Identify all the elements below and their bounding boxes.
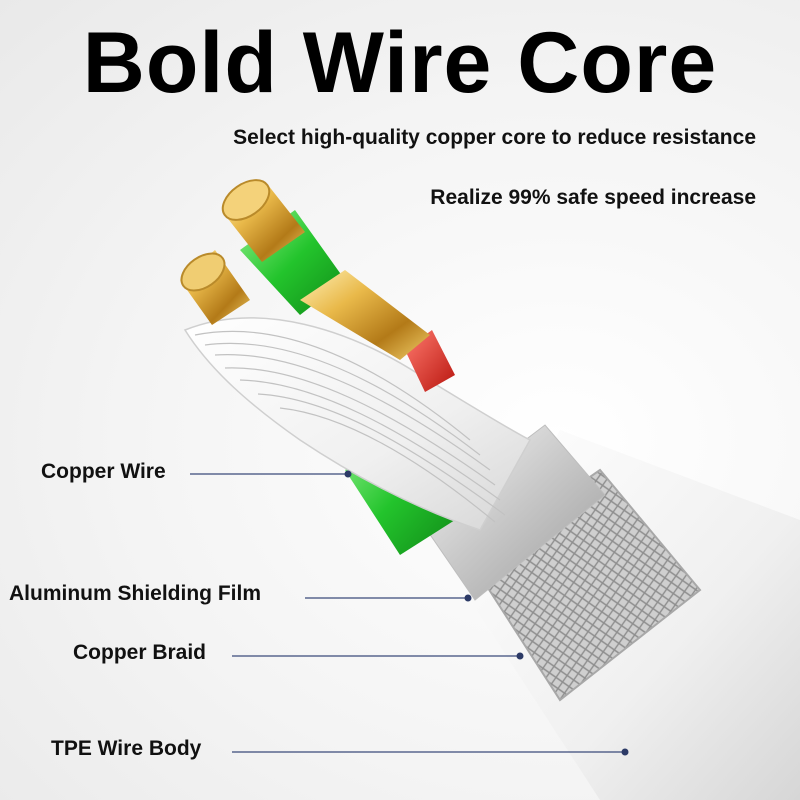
leader-copper-braid [232, 652, 524, 660]
label-aluminum-shielding-film: Aluminum Shielding Film [9, 582, 261, 605]
label-copper-wire: Copper Wire [41, 460, 166, 483]
subtitle-copper-core: Select high-quality copper core to reduc… [233, 126, 756, 149]
red-insulation [405, 330, 455, 392]
leader-aluminum-film [305, 594, 472, 602]
gold-conductor-middle [300, 270, 430, 360]
leader-tpe-body [232, 748, 629, 756]
leader-copper-wire [190, 470, 352, 478]
strand-lines [194, 330, 506, 523]
gold-conductor-left-end [180, 252, 226, 292]
label-copper-braid: Copper Braid [73, 641, 207, 664]
copper-wire-strands [183, 317, 532, 531]
label-tpe-wire-body: TPE Wire Body [51, 737, 202, 760]
subtitle-speed: Realize 99% safe speed increase [430, 186, 756, 209]
page-title: Bold Wire Core [82, 15, 718, 111]
gold-conductor-upper-end [221, 179, 271, 221]
